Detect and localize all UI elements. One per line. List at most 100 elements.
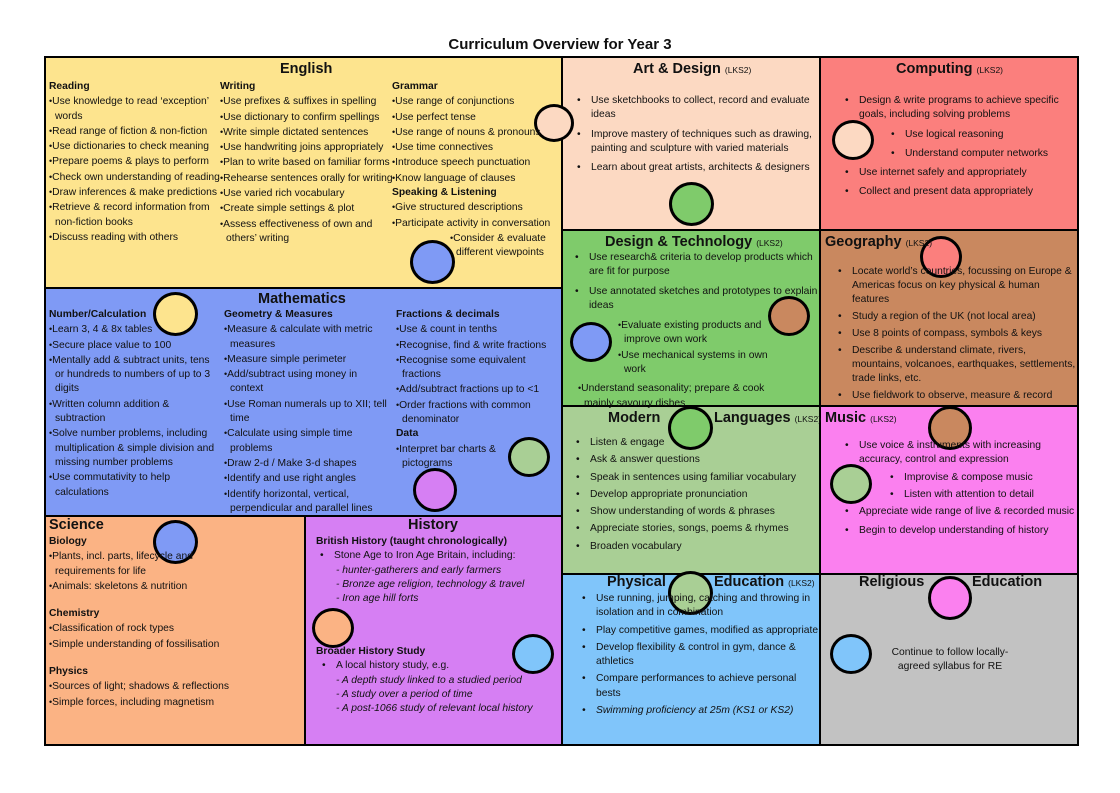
bullet-list: Appreciate wide range of live & recorded… [843, 505, 1078, 539]
bullet-list: Use research& criteria to develop produc… [573, 251, 819, 313]
list-item: Describe & understand climate, rivers, m… [836, 344, 1076, 386]
english-grammar: Grammar Use range of conjunctionsUse per… [392, 80, 560, 261]
puzzle-knob [830, 464, 872, 504]
list-item: Prepare poems & plays to perform [49, 154, 221, 169]
geography-title: Geography [825, 234, 902, 250]
mfl-title: Languages [714, 410, 791, 426]
list-item: Understand seasonality; prepare & cook m… [578, 381, 788, 411]
bullet-list: Learn 3, 4 & 8x tablesSecure place value… [49, 322, 221, 500]
list-item: Written column addition & subtraction [49, 397, 221, 427]
list-item: Use annotated sketches and prototypes to… [573, 285, 819, 314]
list-item: Draw 2-d / Make 3-d shapes [224, 456, 389, 471]
puzzle-knob [410, 240, 455, 284]
computing-heading: Computing (LKS2) [896, 60, 1003, 79]
biology-heading: Biology [49, 536, 87, 547]
list-item: Use & count in tenths [396, 322, 558, 337]
list-item: Use perfect tense [392, 110, 560, 125]
list-item: Use prefixes & suffixes in spelling [220, 94, 395, 109]
pe-heading-1: Physical [607, 574, 666, 590]
bullet-list: Use prefixes & suffixes in spellingUse d… [220, 94, 395, 246]
bullet-list: Use range of conjunctionsUse perfect ten… [392, 94, 560, 186]
list-item: Use dictionary to confirm spellings [220, 110, 395, 125]
list-item: Use range of conjunctions [392, 94, 560, 109]
mfl-content: Listen & engageAsk & answer questionsSpe… [574, 436, 819, 557]
bullet-list: Listen & engageAsk & answer questionsSpe… [574, 436, 819, 554]
list-item: Add/subtract fractions up to <1 [396, 382, 558, 397]
list-item: Use running, jumping, catching and throw… [580, 592, 820, 621]
list-item: Measure & calculate with metric measures [224, 322, 389, 352]
list-item: Swimming proficiency at 25m (KS1 or KS2) [580, 704, 820, 719]
list-item: Collect and present data appropriately [843, 185, 1075, 200]
list-item: Use internet safely and appropriately [843, 166, 1075, 181]
music-heading: Music (LKS2) [825, 409, 897, 428]
list-item: Sources of light; shadows & reflections [49, 679, 249, 694]
list-item: Improvise & compose music [888, 471, 1078, 486]
list-item: - A study over a period of time [336, 688, 473, 700]
maths-heading: Mathematics [258, 291, 346, 307]
list-item: Order fractions with common denominator [396, 398, 558, 428]
list-item: Use voice & instruments with increasing … [843, 439, 1078, 468]
list-item: Rehearse sentences orally for writing [220, 171, 395, 186]
list-item: Compare performances to achieve personal… [580, 672, 820, 701]
list-item: - Bronze age religion, technology & trav… [336, 578, 525, 590]
list-item: Measure simple perimeter [224, 352, 389, 367]
bullet-list: Use running, jumping, catching and throw… [580, 592, 820, 701]
bullet-list: Use logical reasoningUnderstand computer… [889, 128, 1075, 162]
list-item: Write simple dictated sentences [220, 125, 395, 140]
list-item: Draw inferences & make predictions [49, 185, 221, 200]
list-item: Stone Age to Iron Age Britain, including… [318, 549, 556, 564]
bullet-list: Design & write programs to achieve speci… [843, 94, 1075, 123]
puzzle-knob [830, 634, 872, 674]
list-item: Check own understanding of reading [49, 170, 221, 185]
list-item: Use Roman numerals up to XII; tell time [224, 397, 389, 427]
dt-heading: Design & Technology (LKS2) [605, 233, 783, 252]
list-item: - hunter-gatherers and early farmers [336, 564, 502, 576]
english-writing: Writing Use prefixes & suffixes in spell… [220, 80, 395, 246]
geography-tag: (LKS2) [905, 238, 933, 248]
list-item: Use knowledge to read ‘exception’ words [49, 94, 221, 124]
geography-content: Locate world’s countries, focussing on E… [836, 265, 1076, 406]
puzzle-knob [312, 608, 354, 648]
list-item: Ask & answer questions [574, 453, 819, 468]
list-item: - Iron age hill forts [336, 593, 419, 605]
list-item: Retrieve & record information from non-f… [49, 200, 221, 230]
bullet-list: Locate world’s countries, focussing on E… [836, 265, 1076, 403]
list-item: Use sketchbooks to collect, record and e… [575, 94, 815, 123]
pe-tag: (LKS2) [788, 578, 815, 588]
re-heading-1: Religious [859, 574, 925, 590]
reading-heading: Reading [49, 81, 90, 92]
art-content: Use sketchbooks to collect, record and e… [575, 94, 815, 180]
list-item: Listen & engage [574, 436, 819, 451]
list-item: Plan to write based on familiar forms [220, 155, 395, 170]
list-item: Solve number problems, including multipl… [49, 426, 221, 470]
list-item: Recognise some equivalent fractions [396, 353, 558, 383]
art-tag: (LKS2) [724, 65, 752, 75]
page-title: Curriculum Overview for Year 3 [448, 36, 672, 53]
maths-number: Number/Calculation Learn 3, 4 & 8x table… [49, 308, 221, 500]
history-british: British History (taught chronologically)… [316, 535, 556, 606]
list-item: Speak in sentences using familiar vocabu… [574, 471, 819, 486]
science-content: Biology Plants, incl. parts, lifecycle a… [49, 535, 249, 710]
list-item: Create simple settings & plot [220, 201, 395, 216]
list-item: Design & write programs to achieve speci… [843, 94, 1075, 123]
pe-heading-2: Education (LKS2) [714, 573, 815, 592]
list-item: Add/subtract using money in context [224, 367, 389, 397]
list-item: Know language of clauses [392, 171, 560, 186]
pe-title: Education [714, 574, 785, 590]
list-item: Identify and use right angles [224, 471, 389, 486]
list-item: A local history study, e.g. [320, 659, 556, 674]
list-item: Listen with attention to detail [888, 488, 1078, 503]
bullet-list: Plants, incl. parts, lifecycle and requi… [49, 549, 229, 594]
bullet-list: Use voice & instruments with increasing … [843, 439, 1078, 468]
bullet-list: Give structured descriptionsParticipate … [392, 200, 560, 231]
computing-panel [819, 56, 1079, 231]
list-item: Animals: skeletons & nutrition [49, 579, 229, 594]
bullet-list: Evaluate existing products and improve o… [618, 318, 768, 377]
list-item: Secure place value to 100 [49, 338, 221, 353]
data-heading: Data [396, 428, 419, 440]
bullet-list: Use & count in tenthsRecognise, find & w… [396, 322, 558, 427]
bullet-list: Interpret bar charts & pictograms [396, 442, 506, 472]
writing-heading: Writing [220, 81, 256, 92]
geometry-heading: Geometry & Measures [224, 309, 333, 320]
list-item: Introduce speech punctuation [392, 155, 560, 170]
